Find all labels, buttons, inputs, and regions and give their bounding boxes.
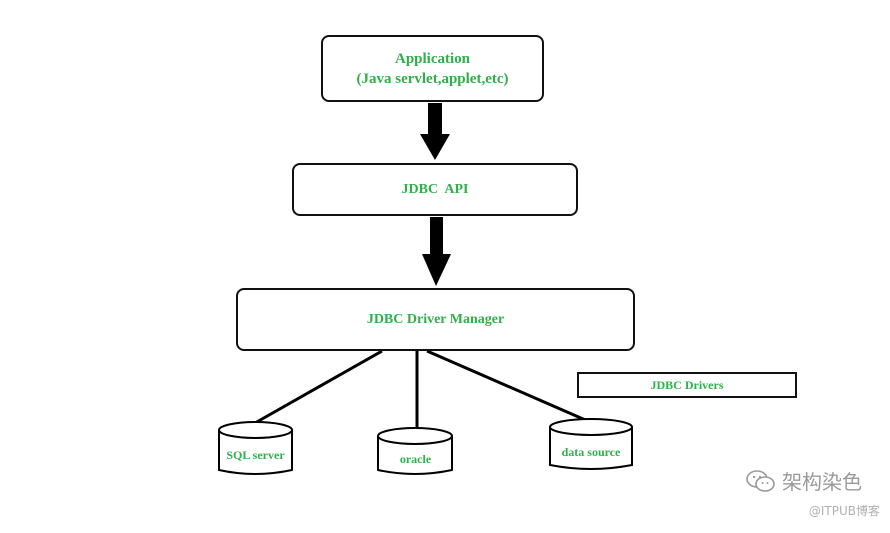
- watermark-subtitle: @ITPUB博客: [808, 504, 880, 518]
- jdbc-api-box: JDBC API: [292, 163, 578, 216]
- jdbc-drivers-label: JDBC Drivers: [650, 377, 724, 392]
- watermark-title: 架构染色: [782, 470, 862, 494]
- line-to-datasource: [426, 349, 591, 424]
- arrow-api-to-manager: [422, 217, 451, 286]
- db-cylinder-sqlserver: [218, 421, 293, 475]
- jdbc-drivers-box: JDBC Drivers: [577, 372, 797, 398]
- db-cylinder-oracle: [377, 427, 453, 475]
- application-box: Application (Java servlet,applet,etc): [321, 35, 544, 102]
- db-cylinder-datasource: [549, 418, 633, 470]
- db-label-sqlserver: SQL server: [226, 448, 285, 462]
- watermark: 架构染色: [746, 466, 862, 495]
- db-label-datasource: data source: [561, 445, 621, 459]
- driver-manager-box: JDBC Driver Manager: [236, 288, 635, 351]
- application-subtitle: (Java servlet,applet,etc): [356, 70, 509, 87]
- line-to-sqlserver: [254, 349, 383, 425]
- application-title: Application: [394, 50, 470, 67]
- wechat-icon: [746, 469, 775, 492]
- arrow-app-to-api: [420, 103, 450, 160]
- db-label-oracle: oracle: [399, 452, 432, 466]
- jdbc-api-label: JDBC API: [401, 181, 469, 197]
- driver-manager-label: JDBC Driver Manager: [366, 311, 505, 327]
